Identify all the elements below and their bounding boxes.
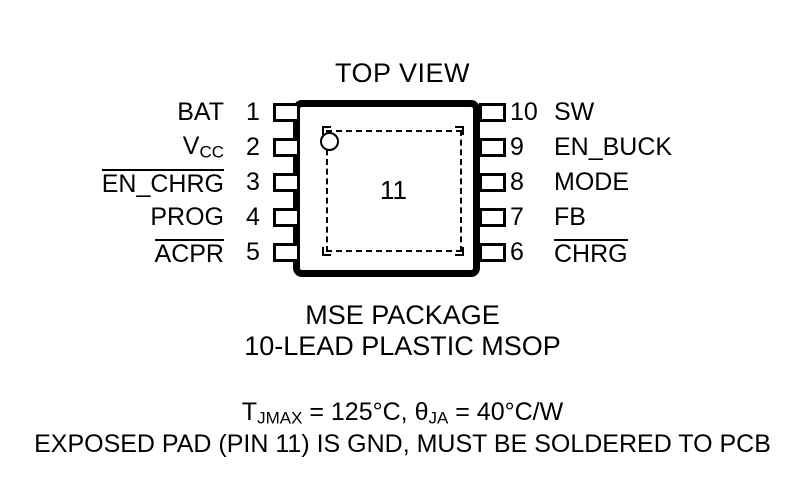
pin-label-en-buck: EN_BUCK	[554, 133, 673, 161]
pin-row-left-3: EN_CHRG 3	[0, 168, 268, 196]
package-diagram: 11 BAT 1 VCC 2 EN_CHRG 3 PROG 4 ACPR 5 1…	[0, 95, 805, 290]
pin-row-left-2: VCC 2	[0, 132, 268, 162]
pin-number-1: 1	[246, 98, 260, 126]
pin-label-subscript: CC	[199, 142, 224, 162]
pin-row-right-8: 8 MODE	[510, 168, 800, 196]
tjmax-value: = 125°C,	[302, 398, 415, 426]
chip-body-outline: 11	[293, 100, 480, 277]
pin-label-vcc: VCC	[182, 132, 224, 162]
pin-row-left-5: ACPR 5	[0, 238, 268, 266]
pin-lead-7	[479, 208, 506, 227]
pin-number-7: 7	[510, 203, 524, 231]
pin-row-left-4: PROG 4	[0, 203, 268, 231]
pad-corner-bottom-left-icon	[322, 247, 331, 256]
pin-label-fb: FB	[554, 203, 586, 231]
exposed-pad-dashed-outline	[326, 130, 462, 252]
pad-corner-bottom-right-icon	[455, 247, 464, 256]
pin-number-2: 2	[246, 133, 260, 161]
tjmax-subscript: JMAX	[257, 408, 303, 428]
exposed-pad-number-label: 11	[380, 175, 407, 205]
pin-row-right-10: 10 SW	[510, 98, 800, 126]
page-title: TOP VIEW	[334, 58, 471, 88]
pin-lead-4	[273, 208, 300, 227]
pin-number-8: 8	[510, 168, 524, 196]
pin-lead-1	[273, 103, 300, 122]
package-name-label: MSE PACKAGE	[305, 300, 500, 330]
pin-lead-5	[273, 243, 300, 262]
pin-row-right-9: 9 EN_BUCK	[510, 133, 800, 161]
theta-symbol: θ	[414, 398, 429, 426]
pin-number-4: 4	[246, 203, 260, 231]
pad-corner-top-right-icon	[455, 126, 464, 135]
pin-lead-9	[479, 138, 506, 157]
theta-subscript: JA	[428, 408, 449, 428]
pin-row-right-6: 6 CHRG	[510, 238, 800, 266]
pin-1-indicator-icon	[320, 132, 339, 151]
pin-number-6: 6	[510, 238, 524, 266]
pin-lead-3	[273, 173, 300, 192]
pin-row-left-1: BAT 1	[0, 98, 268, 126]
pin-number-9: 9	[510, 133, 524, 161]
pin-label-acpr: ACPR	[154, 238, 224, 268]
pin-label-chrg: CHRG	[554, 238, 628, 268]
pin-number-5: 5	[246, 238, 260, 266]
pin-label-prog: PROG	[150, 203, 224, 231]
pin-label-sw: SW	[554, 98, 595, 126]
pin-lead-6	[479, 243, 506, 262]
tjmax-symbol: T	[241, 398, 258, 426]
pin-row-right-7: 7 FB	[510, 203, 800, 231]
pin-label-bat: BAT	[177, 98, 224, 126]
pin-number-10: 10	[510, 98, 538, 126]
pin-lead-8	[479, 173, 506, 192]
pin-number-3: 3	[246, 168, 260, 196]
pin-lead-10	[479, 103, 506, 122]
pin-label-en-chrg: EN_CHRG	[101, 168, 224, 198]
pin-lead-2	[273, 138, 300, 157]
pin-label-mode: MODE	[554, 168, 629, 196]
theta-value: = 40°C/W	[448, 398, 564, 426]
exposed-pad-note-label: EXPOSED PAD (PIN 11) IS GND, MUST BE SOL…	[34, 430, 771, 458]
pad-corner-top-left-icon	[322, 126, 331, 135]
package-lead-count-label: 10-LEAD PLASTIC MSOP	[244, 331, 561, 361]
thermal-spec-label: TJMAX = 125°C, θJA = 40°C/W	[0, 398, 805, 429]
